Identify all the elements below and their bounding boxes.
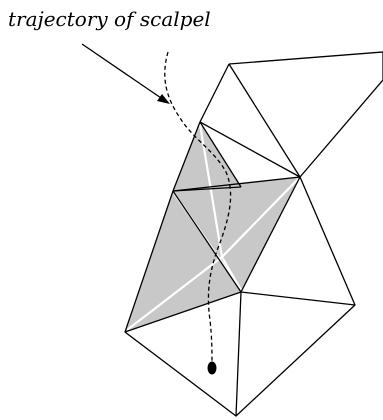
shaded-triangle-center-right	[173, 177, 300, 292]
shaded-triangle-left	[125, 191, 241, 332]
scalpel-trajectory	[164, 51, 232, 367]
label-arrow	[81, 43, 170, 104]
scalpel-tip	[207, 361, 217, 375]
mesh-edges	[124, 51, 383, 417]
shaded-triangle-top	[173, 122, 241, 191]
outer-boundary	[124, 51, 383, 417]
trajectory-label: trajectory of scalpel	[8, 7, 211, 31]
